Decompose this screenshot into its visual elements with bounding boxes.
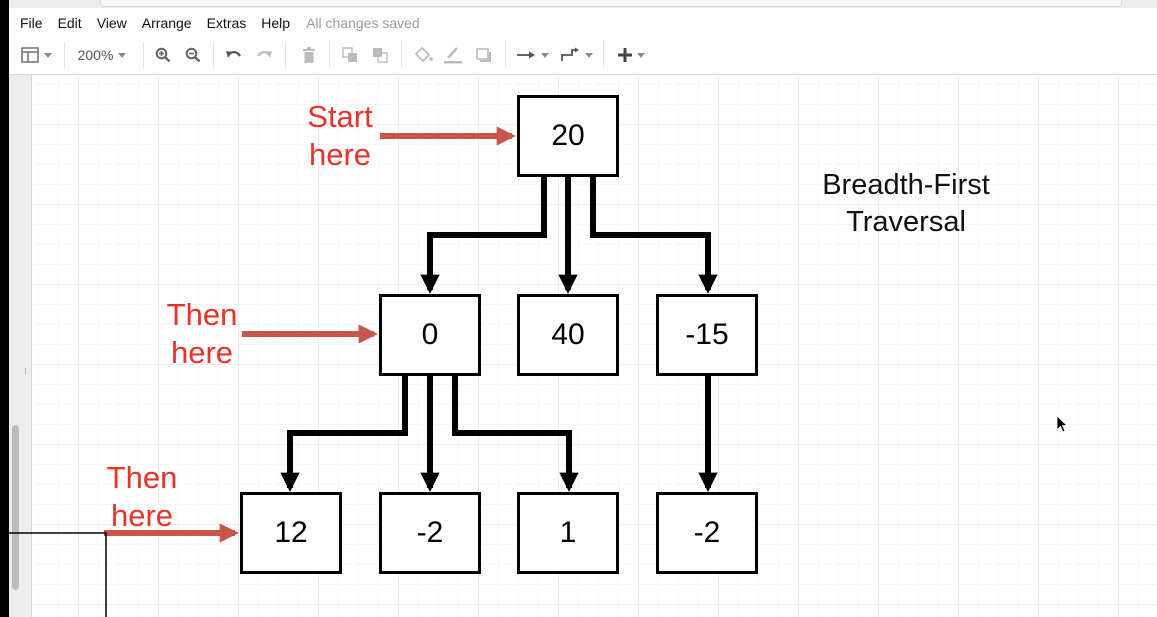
connection-icon [516, 50, 536, 60]
to-front-icon [342, 47, 358, 63]
label-line: Start [307, 99, 373, 134]
start-here-label[interactable]: Start here [290, 98, 390, 174]
insert-icon [617, 48, 632, 62]
title-line: Breadth-First [822, 169, 990, 201]
line-color-button[interactable] [441, 44, 465, 66]
tab-strip [100, 0, 1122, 7]
delete-icon [302, 47, 316, 63]
menu-help[interactable]: Help [261, 15, 291, 31]
node-level2-d[interactable]: -2 [656, 492, 758, 574]
diagram-title[interactable]: Breadth-First Traversal [790, 167, 1022, 241]
label-line: here [110, 498, 174, 533]
shadow-icon [476, 47, 492, 63]
chevron-down-icon [43, 52, 52, 58]
zoom-in-icon [155, 47, 171, 63]
save-status: All changes saved [306, 15, 420, 31]
redo-icon [255, 48, 273, 62]
menu-file[interactable]: File [20, 15, 43, 31]
label-line: here [170, 335, 234, 370]
line-color-icon [443, 46, 463, 64]
toolbar-divider [401, 42, 402, 68]
node-level1-c[interactable]: -15 [656, 294, 758, 376]
panel-resize-handle[interactable]: ⁝ [24, 366, 27, 376]
undo-icon [225, 48, 243, 62]
waypoints-button[interactable] [559, 44, 593, 66]
zoom-out-icon [185, 47, 201, 63]
toolbar-divider [285, 42, 286, 68]
toolbar-divider [329, 42, 330, 68]
toolbar-divider [64, 42, 65, 68]
toolbar-divider [505, 42, 506, 68]
label-line: Then [106, 460, 178, 495]
format-panel-icon [20, 47, 39, 63]
label-line: here [308, 137, 372, 172]
menubar: File Edit View Arrange Extras Help All c… [9, 8, 1157, 38]
toolbar-divider [603, 42, 604, 68]
menu-edit[interactable]: Edit [57, 15, 82, 31]
menu-view[interactable]: View [96, 15, 127, 31]
redo-button[interactable] [253, 44, 275, 66]
label-line: Then [166, 297, 238, 332]
shadow-button[interactable] [473, 44, 495, 66]
window-top-strip [0, 0, 1157, 8]
to-back-icon [372, 47, 388, 63]
toolbar: 200% [9, 38, 1157, 75]
fill-color-icon [415, 47, 433, 63]
chevron-down-icon [636, 52, 645, 58]
node-level2-c[interactable]: 1 [517, 492, 619, 574]
connection-button[interactable] [515, 44, 549, 66]
zoom-in-button[interactable] [153, 44, 173, 66]
zoom-level: 200% [77, 47, 114, 63]
menu-extras[interactable]: Extras [206, 15, 247, 31]
to-back-button[interactable] [369, 44, 391, 66]
fill-color-button[interactable] [413, 44, 435, 66]
node-level1-b[interactable]: 40 [517, 294, 619, 376]
node-level1-a[interactable]: 0 [379, 294, 481, 376]
window-left-edge [0, 0, 9, 617]
zoom-select[interactable]: 200% [71, 44, 133, 66]
format-panel-button[interactable] [17, 44, 55, 66]
zoom-out-button[interactable] [183, 44, 203, 66]
vertical-scrollbar[interactable] [12, 425, 19, 590]
then-here-label-2[interactable]: Then here [92, 459, 192, 535]
insert-button[interactable] [613, 44, 649, 66]
toolbar-divider [143, 42, 144, 68]
node-level2-a[interactable]: 12 [240, 492, 342, 574]
chevron-down-icon [584, 52, 593, 58]
undo-button[interactable] [223, 44, 245, 66]
to-front-button[interactable] [339, 44, 361, 66]
title-line: Traversal [846, 206, 966, 238]
node-level2-b[interactable]: -2 [379, 492, 481, 574]
delete-button[interactable] [299, 44, 319, 66]
node-root[interactable]: 20 [517, 95, 619, 177]
toolbar-divider [213, 42, 214, 68]
then-here-label-1[interactable]: Then here [152, 296, 252, 372]
chevron-down-icon [118, 52, 127, 58]
waypoints-icon [560, 47, 580, 63]
menu-arrange[interactable]: Arrange [141, 15, 192, 31]
chevron-down-icon [540, 52, 549, 58]
